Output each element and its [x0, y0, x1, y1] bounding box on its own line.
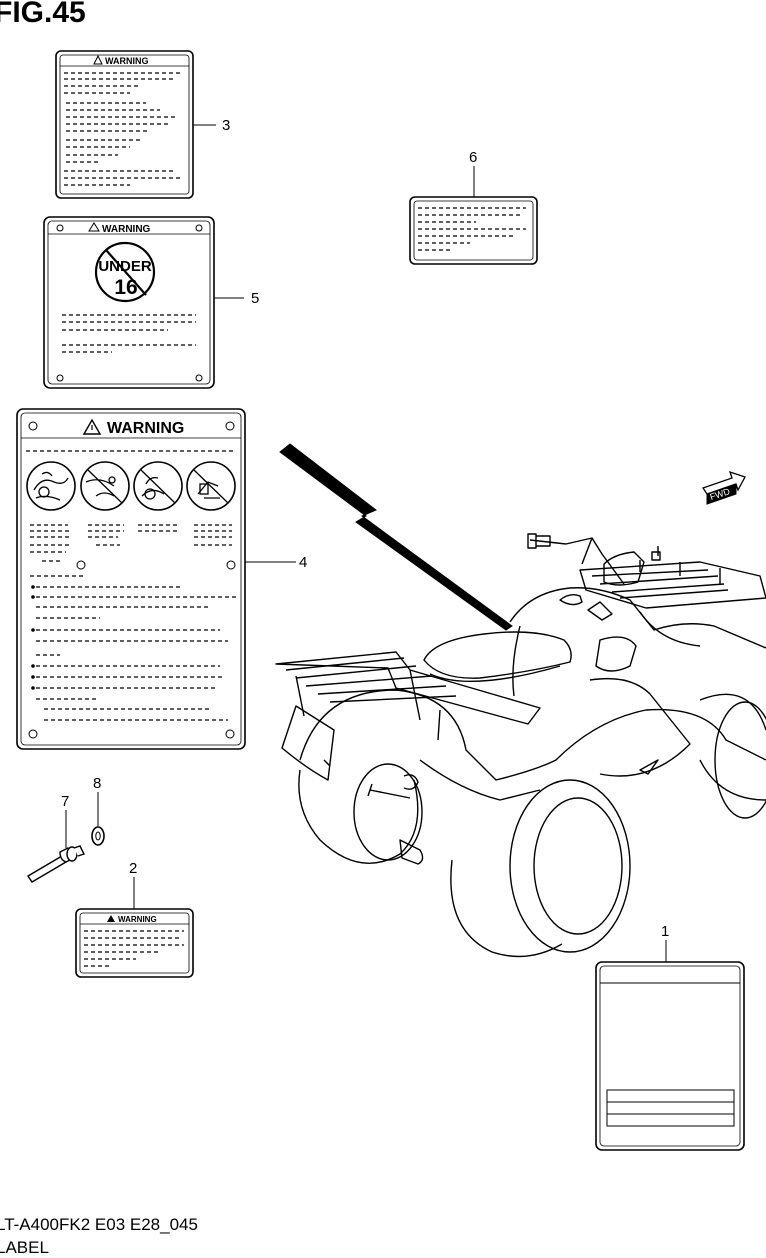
- callout-6: 6: [469, 149, 477, 166]
- atv-illustration: [275, 533, 766, 958]
- callout-5: 5: [251, 290, 259, 307]
- callout-8: 8: [93, 775, 101, 792]
- washer-part-8: [91, 826, 105, 846]
- bolt-part-7: [27, 845, 85, 883]
- diagram-code: LT-A400FK2 E03 E28_045: [0, 1215, 198, 1234]
- callout-7: 7: [61, 793, 69, 810]
- callout-1: 1: [661, 923, 669, 940]
- age-sign-number-text: 16: [114, 276, 137, 299]
- label-part-5: WARNING UNDER 16: [43, 216, 215, 389]
- label-part-4: WARNING: [16, 408, 246, 750]
- label-3-warning-text: WARNING: [105, 56, 149, 66]
- figure-title: FIG.45: [0, 0, 86, 29]
- label-part-2: WARNING: [75, 908, 194, 978]
- label-2-warning-text: WARNING: [118, 915, 157, 924]
- fwd-arrow-icon: FWD: [701, 470, 746, 505]
- callout-2: 2: [129, 860, 137, 877]
- label-part-6: [409, 196, 538, 265]
- callout-3: 3: [222, 117, 230, 134]
- label-part-1: [595, 961, 745, 1151]
- callout-4: 4: [299, 554, 307, 571]
- label-4-warning-text: WARNING: [107, 420, 184, 437]
- label-5-warning-text: WARNING: [102, 224, 151, 235]
- location-arrow: [279, 443, 513, 631]
- label-part-3: WARNING: [55, 50, 194, 199]
- diagram-caption: LABEL: [0, 1238, 49, 1257]
- age-sign-under-text: UNDER: [98, 258, 152, 275]
